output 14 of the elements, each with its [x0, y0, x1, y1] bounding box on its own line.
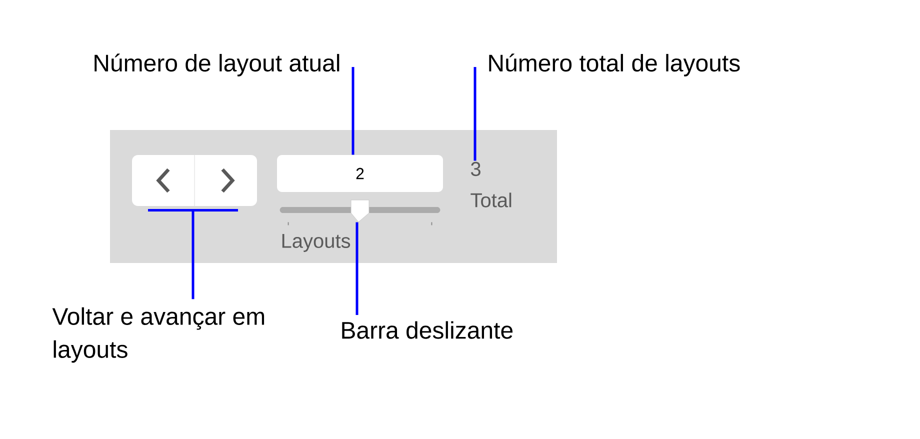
panel-label: Total	[470, 192, 512, 208]
panel-label: Layouts	[282, 234, 350, 252]
leader-line	[356, 222, 358, 315]
leader-line	[146, 208, 240, 300]
number-field: 2	[277, 155, 443, 192]
leader-line	[474, 67, 476, 161]
callout-text: Número de layout atual	[94, 54, 340, 76]
callout-text: Número total de layouts	[489, 54, 740, 76]
callout-text: Voltar e avançar em layouts	[52, 307, 264, 363]
count-text: 3	[470, 162, 480, 176]
callout-text: Barra deslizante	[342, 321, 513, 339]
slider	[280, 200, 440, 226]
leader-line	[352, 67, 354, 155]
navigation-buttons	[132, 154, 257, 206]
